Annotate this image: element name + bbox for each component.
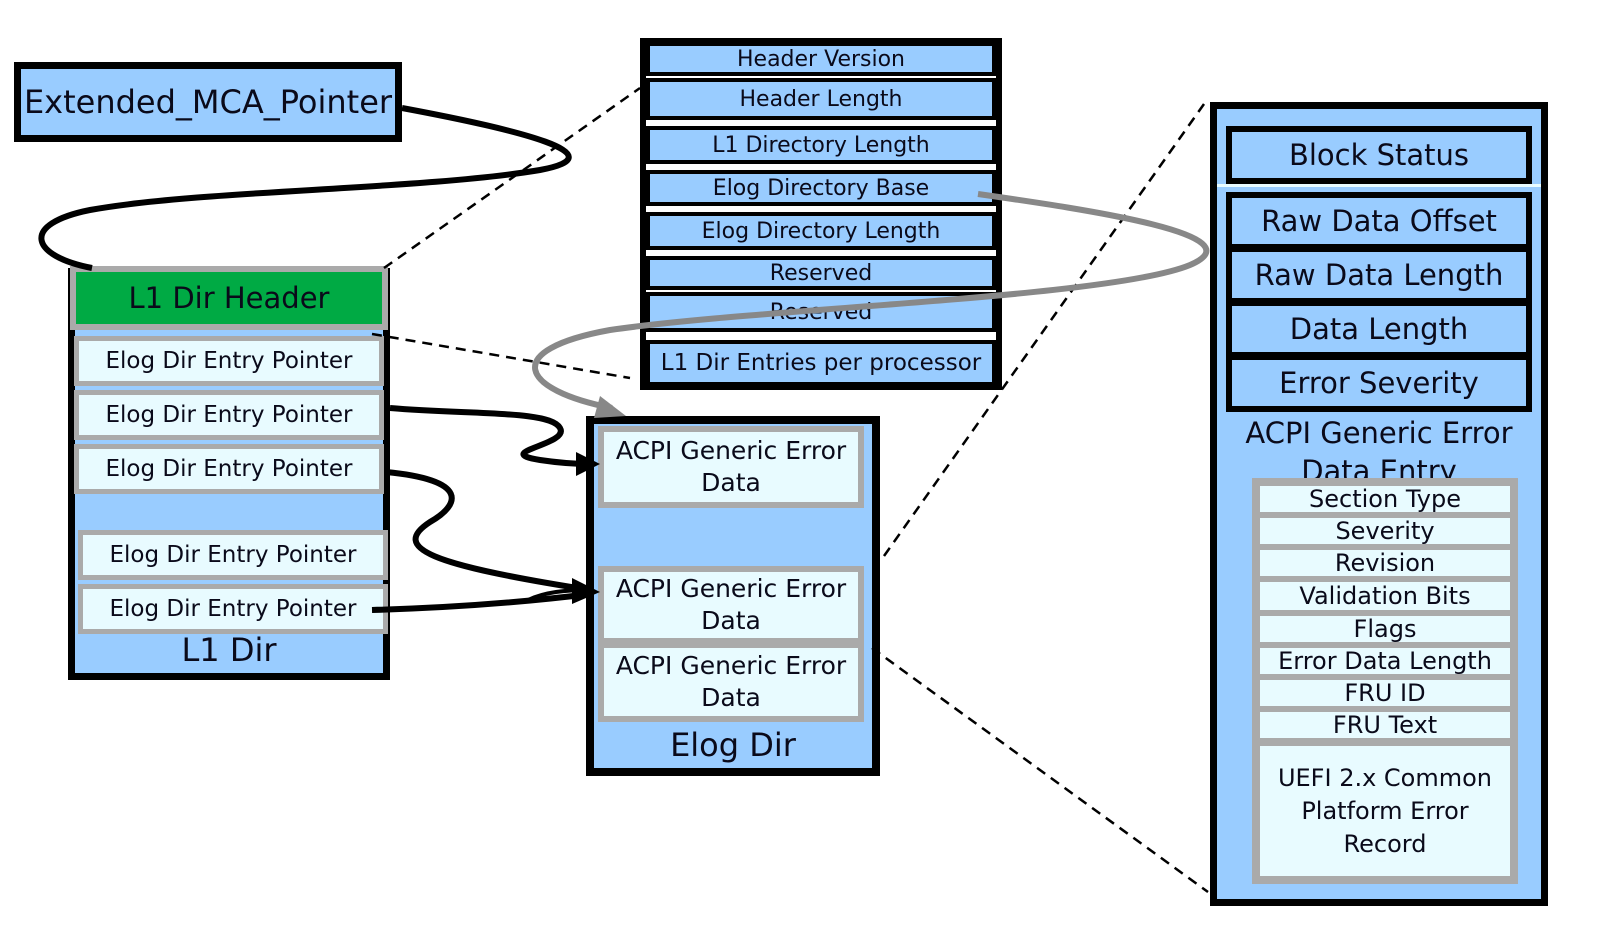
pointer-arrowhead-1 [576,452,600,476]
zoom-line-header-bottom [371,332,631,380]
header-field: Header Version [646,42,996,76]
acpi-subfield: Validation Bits [1260,582,1510,610]
acpi-subfield: Section Type [1260,485,1510,513]
acpi-generic-error-data: ACPI Generic Error Data [598,642,864,722]
zoom-line-entry-top [882,103,1206,557]
acpi-subfield: Flags [1260,615,1510,643]
pointer-arrow-1 [389,405,591,467]
header-field: L1 Dir Entries per processor [646,340,996,386]
acpi-generic-error-data-entry-label: ACPI Generic Error Data Entry [1245,416,1513,482]
header-field: Header Length [646,78,996,120]
elog-dir-entry-pointer: Elog Dir Entry Pointer [74,336,384,386]
uefi-common-platform-error-record: UEFI 2.x Common Platform Error Record [1260,746,1510,876]
elog-dir-entry-pointer: Elog Dir Entry Pointer [74,444,384,494]
l1-dir-header: L1 Dir Header [70,266,388,330]
header-field: Reserved [646,256,996,290]
elog-directory-base-arrowhead [594,396,626,418]
error-block-field: Block Status [1226,126,1532,184]
header-field: Elog Directory Base [646,170,996,206]
acpi-subfield: Error Data Length [1260,647,1510,675]
error-block-field: Error Severity [1226,354,1532,412]
elog-dir-label: Elog Dir [670,726,796,764]
elog-directory-base-arrow [532,191,1210,411]
acpi-generic-error-data: ACPI Generic Error Data [598,566,864,644]
header-field: L1 Directory Length [646,126,996,164]
extended-mca-pointer-box: Extended_MCA_Pointer [14,62,402,142]
error-block-field: Raw Data Offset [1226,192,1532,250]
acpi-generic-error-data: ACPI Generic Error Data [598,426,864,508]
elog-dir-entry-pointer: Elog Dir Entry Pointer [78,584,388,634]
mca-pointer-arrow [38,105,572,271]
header-field: Elog Directory Length [646,212,996,250]
pointer-arrowhead-2 [572,578,600,604]
pointer-arrow-3 [371,591,591,613]
elog-dir-entry-pointer: Elog Dir Entry Pointer [74,390,384,440]
acpi-subfield: FRU ID [1260,679,1510,707]
acpi-subfield: Revision [1260,549,1510,577]
divider [1217,184,1541,187]
l1-dir-label: L1 Dir [181,631,277,669]
acpi-subfield: FRU Text [1260,711,1510,739]
acpi-subfield: Severity [1260,517,1510,545]
pointer-arrow-2 [385,469,591,593]
elog-dir-entry-pointer: Elog Dir Entry Pointer [78,530,388,580]
zoom-line-entry-bottom [871,646,1209,894]
zoom-line-header-top [383,86,641,270]
